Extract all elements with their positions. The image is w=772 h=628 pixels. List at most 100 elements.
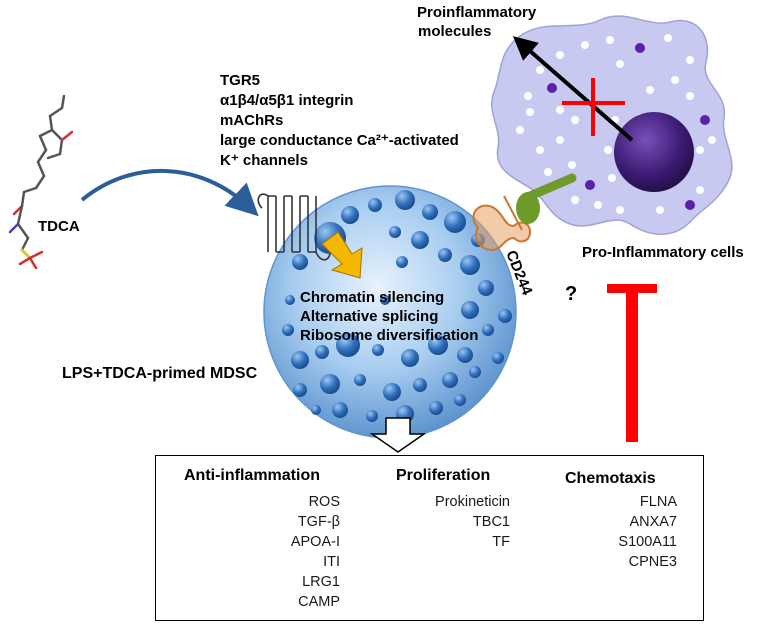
list-item: TF [492, 534, 510, 550]
cd244-question-mark: ? [565, 283, 578, 305]
purple-granule [700, 115, 710, 125]
tdca-label: TDCA [38, 218, 80, 235]
nucleus-process-list: Chromatin silencing Alternative splicing… [300, 288, 478, 345]
purple-granule [685, 200, 695, 210]
mdsc-vesicles [282, 190, 512, 423]
white-granule [696, 186, 704, 194]
white-granule [544, 168, 552, 176]
white-granule [616, 60, 624, 68]
receptor-machrs: mAChRs [220, 112, 284, 129]
receptor-tgr5: TGR5 [220, 72, 261, 89]
white-granule [536, 146, 544, 154]
white-granule [606, 36, 614, 44]
white-granule [571, 116, 579, 124]
tdca-molecule-icon [8, 94, 74, 270]
vesicle [482, 324, 494, 336]
white-granule [671, 76, 679, 84]
white-granule [556, 106, 564, 114]
white-granule [656, 206, 664, 214]
cd244-receptor-icon [472, 195, 532, 252]
vesicle [292, 254, 308, 270]
mdsc-cell [263, 185, 517, 439]
hollow-down-arrow-icon [369, 417, 427, 453]
list-item: CAMP [298, 594, 340, 610]
white-granule [581, 41, 589, 49]
pro-inflammatory-cells-label: Pro-Inflammatory cells [582, 244, 744, 261]
vesicle [457, 347, 473, 363]
vesicle [438, 248, 452, 262]
process-ribosome-diversification: Ribosome diversification [300, 327, 479, 344]
vesicle [413, 378, 427, 392]
vesicle [285, 295, 295, 305]
vesicle [454, 394, 466, 406]
white-granule [556, 136, 564, 144]
list-item: Prokineticin [435, 494, 510, 510]
pro-inflammatory-cell-nucleus [614, 112, 694, 192]
vesicle [372, 344, 384, 356]
vesicle [461, 301, 479, 319]
vesicle [469, 366, 481, 378]
white-granule [524, 92, 532, 100]
white-granule [516, 126, 524, 134]
white-granule [686, 56, 694, 64]
molecule-release-arrow [512, 36, 634, 142]
vesicle [354, 374, 366, 386]
list-item: FLNA [639, 494, 677, 510]
vesicle [395, 190, 415, 210]
proinflammatory-label-line1: Proinflammatory [417, 4, 537, 21]
chemotaxis-heading: Chemotaxis [565, 470, 656, 487]
white-granule [616, 206, 624, 214]
list-item: APOA-I [290, 534, 340, 550]
list-item: S100A11 [618, 534, 677, 550]
list-item: ROS [308, 494, 340, 510]
blocked-cross-icon [562, 78, 625, 136]
vesicle [478, 280, 494, 296]
vesicle [336, 333, 360, 357]
list-item: TGF-β [297, 514, 340, 530]
vesicle [428, 335, 448, 355]
vesicle [389, 226, 401, 238]
vesicle [498, 309, 512, 323]
vesicle [366, 410, 378, 422]
process-chromatin-silencing: Chromatin silencing [300, 289, 445, 306]
purple-granule [635, 43, 645, 53]
chemotaxis-list: FLNA ANXA7 S100A11 CPNE3 [585, 492, 677, 572]
vesicle [396, 256, 408, 268]
vesicle [341, 206, 359, 224]
receptor-k-channel: K⁺ channels [220, 152, 308, 169]
effects-box [155, 455, 704, 621]
receptor-bk-channel: large conductance Ca²⁺-activated [220, 132, 459, 149]
anti-inflammation-list: ROS TGF-β APOA-I ITI LRG1 CAMP [250, 492, 340, 612]
white-granule [556, 51, 564, 59]
vesicle [492, 352, 504, 364]
vesicle [282, 324, 294, 336]
proinflammatory-label-line2: molecules [418, 23, 492, 40]
receptor-integrin: α1β4/α5β1 integrin [220, 92, 354, 109]
seven-transmembrane-receptor-icon [257, 193, 331, 261]
white-granule [708, 136, 716, 144]
white-granule [571, 196, 579, 204]
inhibition-t-bar-icon [607, 284, 657, 442]
white-granule [604, 146, 612, 154]
process-alternative-splicing: Alternative splicing [300, 308, 439, 325]
vesicle [429, 401, 443, 415]
vesicle [401, 349, 419, 367]
white-granule [594, 201, 602, 209]
purple-granule [547, 83, 557, 93]
receptor-list: TGR5 α1β4/α5β1 integrin mAChRs large con… [220, 71, 459, 171]
white-granule [646, 86, 654, 94]
vesicle [368, 198, 382, 212]
white-granule [696, 146, 704, 154]
nucleus-signal-arrow [321, 231, 363, 279]
ligand-icon [516, 173, 577, 224]
white-granule [608, 174, 616, 182]
list-item: TBC1 [472, 514, 510, 530]
proliferation-heading: Proliferation [396, 467, 491, 484]
vesicle [380, 295, 390, 305]
vesicle [293, 383, 307, 397]
list-item: LRG1 [302, 574, 340, 590]
list-item: ANXA7 [629, 514, 677, 530]
list-item: CPNE3 [628, 554, 677, 570]
list-item: ITI [323, 554, 340, 570]
